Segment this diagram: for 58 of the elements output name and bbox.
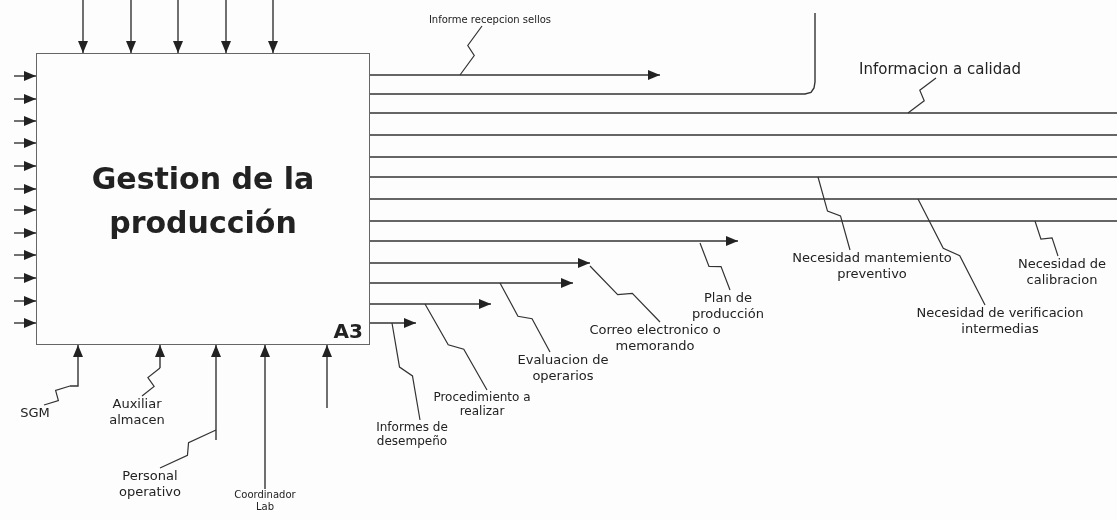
leader-line bbox=[907, 77, 937, 114]
arrow-label: Plan de producción bbox=[683, 290, 773, 322]
leader-line bbox=[141, 367, 161, 397]
arrow-label: Necesidad de verificacion intermedias bbox=[905, 305, 1095, 337]
arrow-label: Informacion a calidad bbox=[840, 60, 1040, 78]
arrow bbox=[268, 0, 278, 54]
arrow-label: Personal operativo bbox=[114, 468, 186, 500]
arrow bbox=[369, 278, 574, 288]
leader-line bbox=[699, 242, 731, 291]
leader-line bbox=[459, 25, 483, 76]
arrow bbox=[13, 250, 37, 260]
arrow bbox=[13, 161, 37, 171]
arrow bbox=[69, 344, 83, 387]
arrow bbox=[369, 299, 492, 309]
arrow-label: Evaluacion de operarios bbox=[513, 352, 613, 384]
arrow bbox=[369, 258, 591, 268]
arrow bbox=[369, 236, 739, 246]
arrow bbox=[13, 138, 37, 148]
leader-line bbox=[1034, 220, 1059, 257]
arrow bbox=[173, 0, 183, 54]
leader-line bbox=[391, 322, 421, 421]
arrow bbox=[13, 184, 37, 194]
leader-line bbox=[424, 303, 488, 391]
arrow bbox=[13, 228, 37, 238]
arrow-label: Procedimiento a realizar bbox=[432, 390, 532, 419]
node-number: A3 bbox=[333, 320, 363, 342]
arrow-label: Coordinador Lab bbox=[225, 489, 305, 513]
arrow-label: Necesidad mantemiento preventivo bbox=[787, 250, 957, 282]
arrow bbox=[221, 0, 231, 54]
arrow bbox=[13, 116, 37, 126]
activity-box bbox=[36, 53, 370, 345]
arrow-label: Informes de desempeño bbox=[367, 420, 457, 449]
arrow-label: Necesidad de calibracion bbox=[1009, 256, 1115, 288]
arrow bbox=[13, 296, 37, 306]
arrow bbox=[126, 0, 136, 54]
leader-line bbox=[159, 429, 217, 469]
leader-line bbox=[499, 282, 551, 353]
arrow-label: Auxiliar almacen bbox=[101, 396, 173, 428]
arrow bbox=[13, 205, 37, 215]
arrow bbox=[13, 94, 37, 104]
arrow bbox=[322, 344, 332, 409]
arrow bbox=[13, 318, 37, 328]
arrow-label: SGM bbox=[13, 405, 57, 421]
arrow-label: Informe recepcion sellos bbox=[420, 14, 560, 26]
arrow bbox=[78, 0, 88, 54]
arrow bbox=[260, 344, 270, 490]
leader-line bbox=[817, 176, 851, 251]
arrow bbox=[369, 70, 661, 80]
activity-title: Gestion de la producción bbox=[90, 160, 316, 242]
arrow bbox=[155, 344, 165, 369]
arrow bbox=[211, 344, 221, 441]
leader-line bbox=[589, 265, 661, 323]
leader-line bbox=[43, 385, 71, 406]
arrow bbox=[13, 71, 37, 81]
arrow-label: Correo electronico o memorando bbox=[580, 322, 730, 354]
arrow bbox=[13, 273, 37, 283]
arrow bbox=[369, 318, 417, 328]
leader-line bbox=[917, 198, 986, 306]
